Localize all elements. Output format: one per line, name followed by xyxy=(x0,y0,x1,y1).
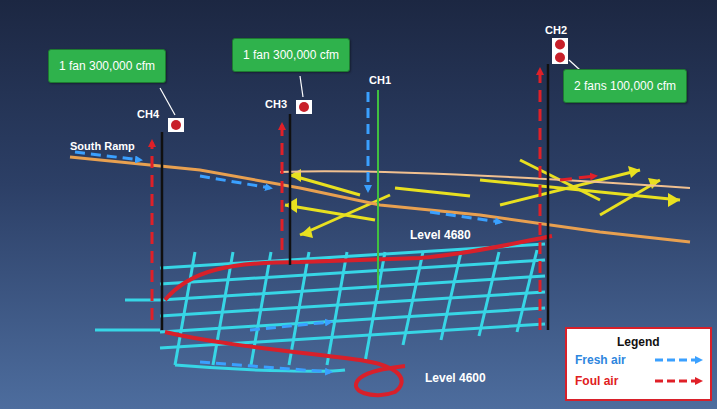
shaft-ch1 xyxy=(377,90,379,290)
callout-text: 2 fans 100,000 cfm xyxy=(574,79,676,93)
level-label: Level 4680 xyxy=(410,228,471,242)
legend-sample xyxy=(655,359,700,362)
drift-ends xyxy=(285,166,680,238)
callout-text: 1 fan 300,000 cfm xyxy=(243,48,339,62)
legend-text: Foul air xyxy=(575,374,618,388)
legend-title: Legend xyxy=(617,335,660,349)
fresh-air-arrows xyxy=(75,92,500,372)
callout-text: 1 fan 300,000 cfm xyxy=(59,59,155,73)
foul-air-drift xyxy=(165,236,552,395)
callout-box: 1 fan 300,000 cfm xyxy=(48,49,166,83)
shaft-label: CH3 xyxy=(265,97,287,111)
foul-air-arrows xyxy=(152,70,595,330)
legend-sample xyxy=(655,380,700,383)
legend-text: Fresh air xyxy=(575,353,626,367)
leader-line xyxy=(160,60,580,115)
callout-box: 2 fans 100,000 cfm xyxy=(563,69,687,103)
shafts xyxy=(162,64,548,330)
shaft-label: CH1 xyxy=(369,73,391,87)
secondary-drift xyxy=(280,171,690,188)
legend-frame xyxy=(566,328,711,400)
fan-icon xyxy=(168,38,568,132)
callout-box: 1 fan 300,000 cfm xyxy=(232,38,350,72)
shaft-label: CH4 xyxy=(137,107,159,121)
level-label: Level 4600 xyxy=(425,371,486,385)
shaft-label: CH2 xyxy=(545,23,567,37)
ramp-label: South Ramp xyxy=(70,139,135,153)
